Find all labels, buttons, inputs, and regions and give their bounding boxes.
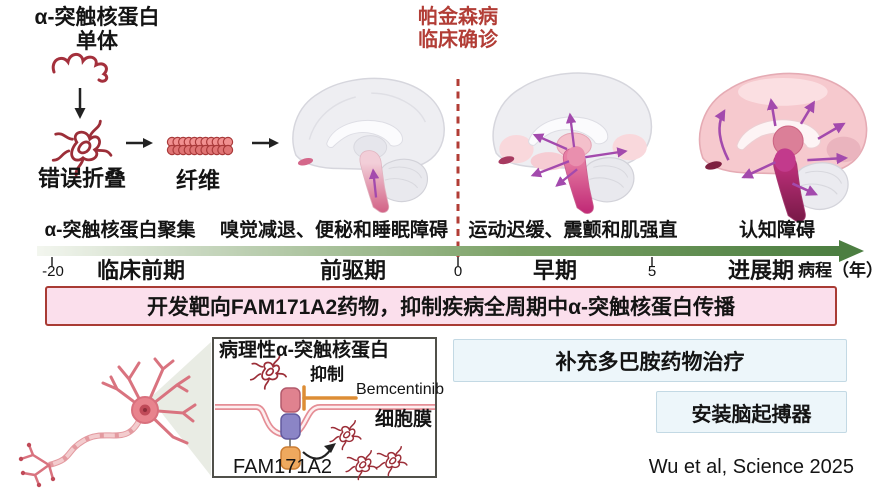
brain-stage1-illustration bbox=[292, 77, 445, 213]
tick-0: 0 bbox=[453, 263, 463, 280]
fibril-icon bbox=[166, 136, 234, 156]
symptom-aggregation: α-突触核蛋白聚集 bbox=[44, 220, 196, 241]
symptom-prodromal: 嗅觉减退、便秘和睡眠障碍 bbox=[219, 220, 448, 241]
receptor-name-label: FAM171A2 bbox=[233, 456, 332, 478]
brain-stage3-illustration bbox=[698, 72, 868, 222]
dopamine-therapy-box: 补充多巴胺药物治疗 bbox=[453, 339, 847, 382]
axis-label-years: 病程（年） bbox=[798, 261, 883, 280]
fam171a2-therapy-box: 开发靶向FAM171A2药物，抑制疾病全周期中α-突触核蛋白传播 bbox=[45, 286, 837, 326]
arrow-down-icon bbox=[74, 88, 86, 119]
arrow-right-2-icon bbox=[252, 138, 279, 148]
inhibit-label: 抑制 bbox=[310, 365, 344, 384]
symptom-motor: 运动迟缓、震颤和肌强直 bbox=[468, 220, 678, 241]
fam171a2-therapy-label: 开发靶向FAM171A2药物，抑制疾病全周期中α-突触核蛋白传播 bbox=[146, 296, 736, 319]
diagnosis-label: 帕金森病 临床确诊 bbox=[418, 6, 498, 51]
tick-minus20: -20 bbox=[42, 263, 64, 280]
stage-advanced: 进展期 bbox=[727, 258, 794, 283]
membrane-label: 细胞膜 bbox=[375, 409, 433, 430]
stage-early: 早期 bbox=[532, 258, 577, 283]
zoom-wedge bbox=[150, 342, 211, 476]
dbs-therapy-label: 安装脑起搏器 bbox=[691, 403, 812, 426]
symptom-cognitive: 认知障碍 bbox=[738, 220, 815, 241]
drug-name-label: Bemcentinib bbox=[356, 381, 445, 398]
citation-text: Wu et al, Science 2025 bbox=[648, 456, 854, 478]
dbs-therapy-box: 安装脑起搏器 bbox=[656, 391, 847, 433]
neuron-illustration bbox=[18, 357, 197, 488]
monomer-label: α-突触核蛋白 单体 bbox=[34, 6, 160, 54]
arrow-right-1-icon bbox=[126, 138, 153, 148]
brain-stage2-illustration bbox=[492, 72, 653, 214]
stage-preclinical: 临床前期 bbox=[96, 258, 185, 283]
inset-title: 病理性α-突触核蛋白 bbox=[219, 340, 390, 361]
tick-5: 5 bbox=[647, 263, 657, 280]
misfold-label: 错误折叠 bbox=[37, 166, 126, 191]
stage-prodromal: 前驱期 bbox=[319, 258, 386, 283]
monomer-protein-icon bbox=[51, 52, 109, 83]
dopamine-therapy-label: 补充多巴胺药物治疗 bbox=[555, 350, 745, 374]
fibril-label: 纤维 bbox=[175, 168, 220, 193]
